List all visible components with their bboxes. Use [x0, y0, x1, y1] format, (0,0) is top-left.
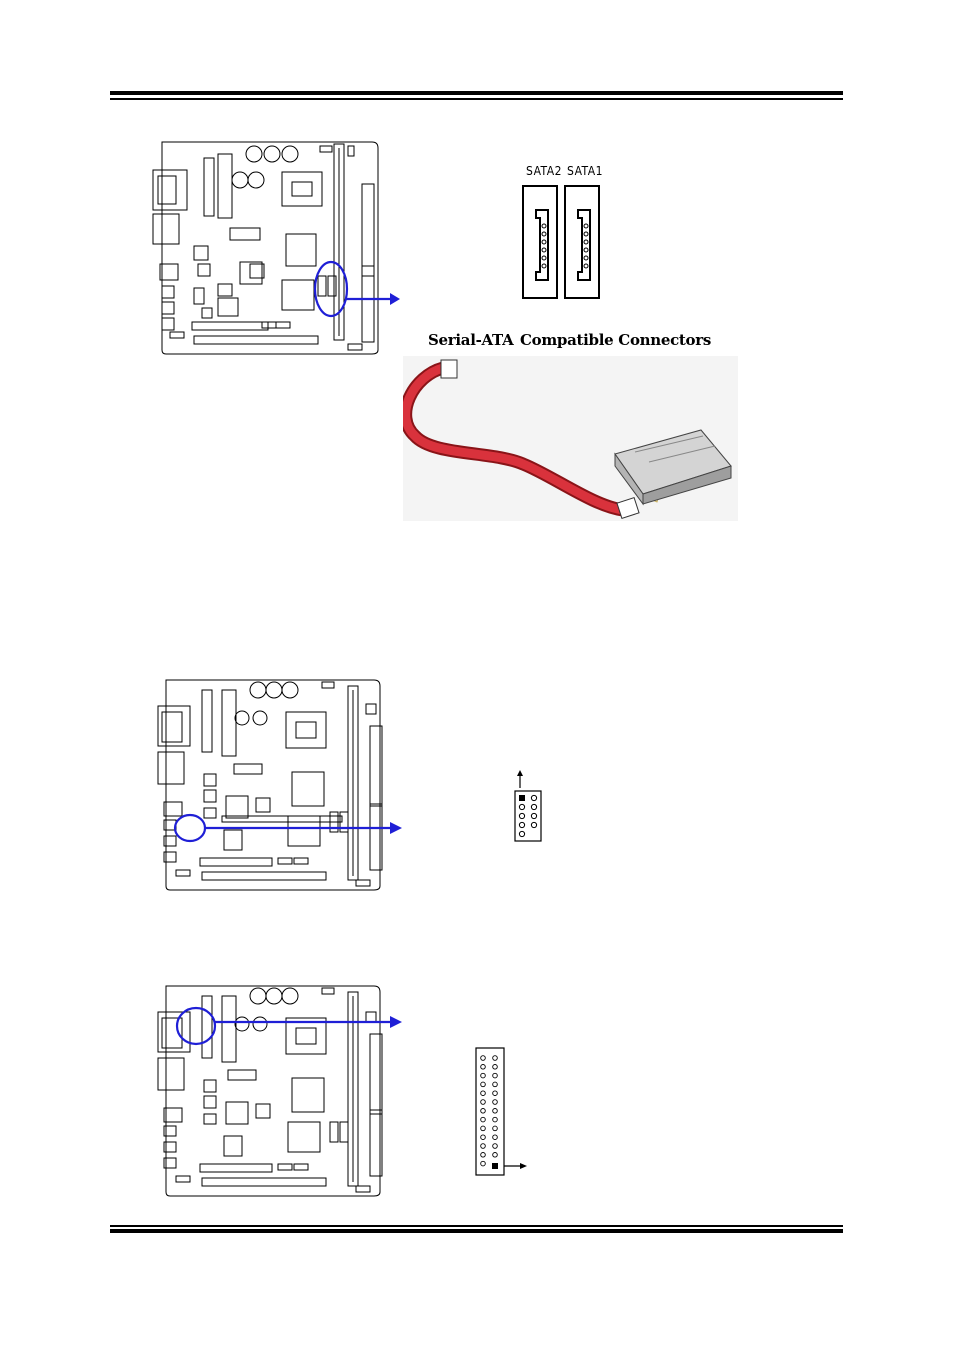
connector-pin	[493, 1117, 498, 1122]
connector-pin	[481, 1109, 486, 1114]
connector-highlight-arrow	[174, 1004, 410, 1050]
footer-rule-thick	[110, 1229, 843, 1233]
pin-connector-2x13	[474, 1045, 538, 1177]
connector-pin	[493, 1144, 498, 1149]
connector-pin	[481, 1144, 486, 1149]
connector-pin	[493, 1109, 498, 1114]
connector-pin	[493, 1073, 498, 1078]
connector-pin	[481, 1117, 486, 1122]
connector-pin	[481, 1073, 486, 1078]
serial-ata-caption: Serial-ATA	[428, 331, 513, 349]
connector-pin	[481, 1126, 486, 1131]
header-highlight-arrow	[170, 808, 410, 848]
header-rule-thin	[110, 98, 843, 100]
connector-pin	[493, 1056, 498, 1061]
connector-pin	[481, 1153, 486, 1158]
sata-connectors-diagram	[520, 182, 620, 306]
sata1-label: SATA1	[567, 164, 603, 178]
sata-highlight-arrow	[310, 255, 410, 325]
connector-pin	[493, 1126, 498, 1131]
connector-pin	[481, 1056, 486, 1061]
header-rule-thick	[110, 91, 843, 95]
connector-pin	[493, 1100, 498, 1105]
connector-pin	[493, 1091, 498, 1096]
compatible-connectors-caption: Compatible Connectors	[520, 331, 711, 349]
connector-pin	[481, 1100, 486, 1105]
connector-pin	[493, 1135, 498, 1140]
footer-rule-thin	[110, 1225, 843, 1227]
connector-pin	[493, 1082, 498, 1087]
connector-pin	[493, 1065, 498, 1070]
sata-cable-drive-illustration	[403, 356, 738, 521]
connector-pin	[481, 1091, 486, 1096]
connector-pin	[493, 1153, 498, 1158]
connector-pin	[481, 1065, 486, 1070]
pin-header-2x5	[505, 770, 555, 845]
connector-pin	[481, 1161, 486, 1166]
connector-pin	[481, 1082, 486, 1087]
connector-pin	[481, 1135, 486, 1140]
motherboard-diagram-header	[152, 676, 392, 894]
sata2-label: SATA2	[526, 164, 562, 178]
